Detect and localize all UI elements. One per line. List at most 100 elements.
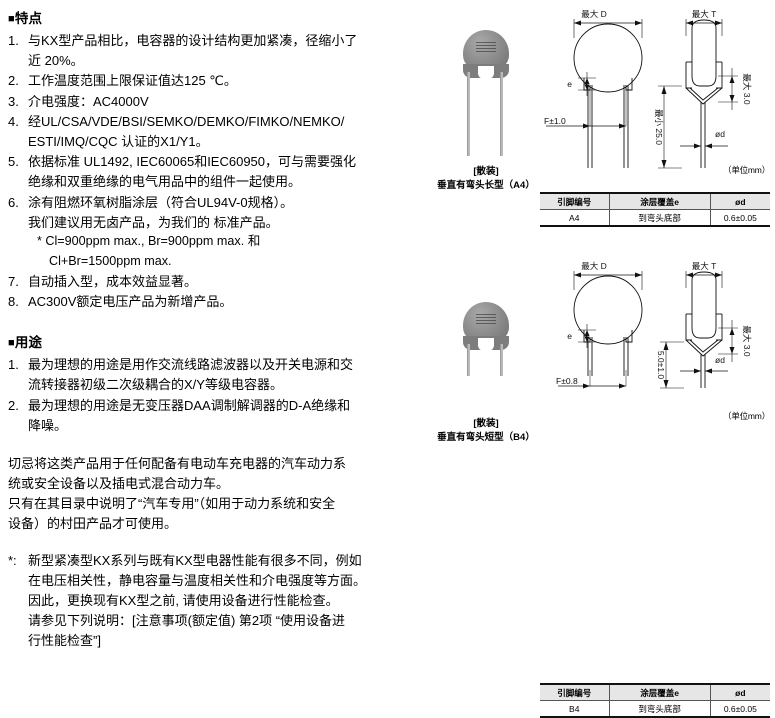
cell-od: 0.6±0.05 xyxy=(709,209,770,228)
unit-note-b4: （单位mm） xyxy=(723,411,770,421)
warning-line: 切忌将这类产品用于任何配备有电动车充电器的汽车动力系 xyxy=(8,455,347,471)
item-index: 7. xyxy=(8,273,19,289)
table-row: B4 到弯头底部 0.6±0.05 xyxy=(540,700,770,718)
capacitor-notch xyxy=(478,338,494,351)
features-list: 1. 与KX型产品相比，电容器的设计结构更加紧凑，径缩小了 近 20%。 2. … xyxy=(8,31,408,312)
item-line: 依据标准 UL1492, IEC60065和IEC60950，可与需要强化 xyxy=(28,154,357,170)
label-e: e xyxy=(567,79,572,89)
footnote-line: 因此，更换现有KX型之前, 请使用设备进行性能检查。 xyxy=(28,593,339,609)
label-max-d: 最大 D xyxy=(581,9,607,19)
item-index: 2. xyxy=(8,397,19,413)
label-od: ød xyxy=(715,355,725,365)
warning-line: 只有在其目录中说明了“汽车专用”（如用于动力系统和安全 xyxy=(8,495,336,511)
item-note: Cl+Br=1500ppm max. xyxy=(49,253,172,268)
applications-item-1: 1. 最为理想的用途是用作交流线路滤波器以及开关电源和交 流转接器初级二次级耦合… xyxy=(8,355,408,395)
label-lead-len: 5.0±1.0 xyxy=(656,351,666,380)
label-max-t: 最大 T xyxy=(692,9,717,19)
th-lead-number: 引脚编号 xyxy=(540,192,610,211)
features-item-3: 3. 介电强度：AC4000V xyxy=(8,92,408,112)
item-line: 与KX型产品相比，电容器的设计结构更加紧凑，径缩小了 xyxy=(28,33,358,49)
item-index: 1. xyxy=(8,33,19,49)
applications-heading-label: 用途 xyxy=(14,335,43,351)
dimension-drawing-b4: 最大 D 最大 T e F±0.8 ød 最大 3.0 5.0±1.0 （单位m… xyxy=(532,258,772,428)
spec-table-body: A4 到弯头底部 0.6±0.05 xyxy=(540,209,770,228)
label-f: F±0.8 xyxy=(556,376,578,386)
th-coating: 涂层覆盖e xyxy=(608,683,711,702)
features-item-1: 1. 与KX型产品相比，电容器的设计结构更加紧凑，径缩小了 近 20%。 xyxy=(8,31,408,71)
capacitor-photo-icon xyxy=(426,266,546,414)
item-index: 5. xyxy=(8,154,19,170)
item-line: 涂有阻燃环氧树脂涂层（符合UL94V-0规格）。 xyxy=(28,194,294,210)
item-line: AC300V额定电压产品为新增产品。 xyxy=(28,293,233,309)
spec-table-b4: 引脚编号 涂层覆盖e ød B4 到弯头底部 0.6±0.05 xyxy=(540,683,770,718)
warning-line: 设备）的村田产品才可使用。 xyxy=(8,515,178,531)
th-od: ød xyxy=(709,192,770,211)
caption-line-2: 垂直有弯头长型（A4） xyxy=(437,179,535,191)
label-f: F±1.0 xyxy=(544,116,566,126)
capacitor-lead-left xyxy=(467,344,470,376)
applications-item-2: 2. 最为理想的用途是无变压器DAA调制解调器的D-A绝缘和 降噪。 xyxy=(8,396,408,436)
label-max-d: 最大 D xyxy=(581,261,607,271)
th-coating: 涂层覆盖e xyxy=(608,192,711,211)
spec-table-head: 引脚编号 涂层覆盖e ød xyxy=(540,683,770,702)
cell-coating: 到弯头底部 xyxy=(608,700,711,718)
spec-table-body: B4 到弯头底部 0.6±0.05 xyxy=(540,700,770,718)
product-photo-b4: [散装] 垂直有弯头短型（B4） xyxy=(426,266,546,445)
footnote-line: 新型紧凑型KX系列与既有KX型电器性能有很多不同，例如 xyxy=(28,553,362,569)
spec-table-head: 引脚编号 涂层覆盖e ød xyxy=(540,192,770,211)
capacitor-lead-left xyxy=(467,72,470,156)
label-bend: 最大 3.0 xyxy=(742,325,752,356)
applications-heading: ■用途 xyxy=(8,334,408,352)
item-line: 最为理想的用途是无变压器DAA调制解调器的D-A绝缘和 xyxy=(28,397,351,413)
photo-caption-a4: [散装] 垂直有弯头长型（A4） xyxy=(426,165,546,193)
footnote-line: 行性能检查”] xyxy=(28,632,101,648)
item-line: 介电强度：AC4000V xyxy=(28,93,149,109)
caption-line-1: [散装] xyxy=(473,418,499,429)
text-column: ■特点 1. 与KX型产品相比，电容器的设计结构更加紧凑，径缩小了 近 20%。… xyxy=(8,10,408,651)
label-od: ød xyxy=(715,129,725,139)
label-lead-len: 最小 25.0 xyxy=(654,109,664,145)
item-line: 最为理想的用途是用作交流线路滤波器以及开关电源和交 xyxy=(28,357,354,373)
datasheet-page: ■特点 1. 与KX型产品相比，电容器的设计结构更加紧凑，径缩小了 近 20%。… xyxy=(0,0,775,637)
item-line: 我们建议用无卤产品，为我们的 标准产品。 xyxy=(28,214,279,230)
spec-table-a4: 引脚编号 涂层覆盖e ød A4 到弯头底部 0.6±0.05 xyxy=(540,192,770,228)
applications-list: 1. 最为理想的用途是用作交流线路滤波器以及开关电源和交 流转接器初级二次级耦合… xyxy=(8,355,408,435)
photo-caption-b4: [散装] 垂直有弯头短型（B4） xyxy=(426,417,546,445)
capacitor-lead-right xyxy=(500,72,503,156)
spacer xyxy=(8,533,408,551)
product-photo-a4: [散装] 垂直有弯头长型（A4） xyxy=(426,14,546,193)
capacitor-notch xyxy=(478,66,494,79)
table-header-row: 引脚编号 涂层覆盖e ød xyxy=(540,683,770,702)
features-heading-label: 特点 xyxy=(14,11,43,26)
warning-paragraph: 切忌将这类产品用于任何配备有电动车充电器的汽车动力系 统或安全设备以及插电式混合… xyxy=(8,454,408,534)
section-bullet-icon: ■ xyxy=(8,13,15,25)
capacitor-lead-right xyxy=(500,344,503,376)
features-item-4: 4. 经UL/CSA/VDE/BSI/SEMKO/DEMKO/FIMKO/NEM… xyxy=(8,112,408,152)
spacer xyxy=(8,436,408,454)
item-line: 降噪。 xyxy=(28,417,68,433)
cell-od: 0.6±0.05 xyxy=(709,700,770,718)
footnote-line: 请参见下列说明：[注意事项(额定值) 第2项 “使用设备进 xyxy=(28,613,346,629)
caption-line-1: [散装] xyxy=(473,166,499,177)
features-item-6: 6. 涂有阻燃环氧树脂涂层（符合UL94V-0规格）。 我们建议用无卤产品，为我… xyxy=(8,193,408,271)
cell-coating: 到弯头底部 xyxy=(608,209,711,228)
item-index: 3. xyxy=(8,93,19,109)
warning-line: 统或安全设备以及插电式混合动力车。 xyxy=(8,475,230,491)
drawing-svg-b4: 最大 D 最大 T e F±0.8 ød 最大 3.0 5.0±1.0 xyxy=(556,261,752,389)
item-index: 4. xyxy=(8,114,19,130)
item-index: 2. xyxy=(8,73,19,89)
drawing-svg-a4: 最大 D 最大 T e F±1.0 ød 最大 3.0 最小 25.0 xyxy=(544,9,752,169)
table-header-row: 引脚编号 涂层覆盖e ød xyxy=(540,192,770,211)
item-line: 绝缘和双重绝缘的电气用品中的组件一起使用。 xyxy=(28,174,302,190)
item-index: 1. xyxy=(8,357,19,373)
spacer xyxy=(8,312,408,334)
label-max-t: 最大 T xyxy=(692,261,717,271)
item-index: 6. xyxy=(8,194,19,210)
item-line: 流转接器初级二次级耦合的X/Y等级电容器。 xyxy=(28,377,283,393)
features-item-5: 5. 依据标准 UL1492, IEC60065和IEC60950，可与需要强化… xyxy=(8,152,408,192)
table-row: A4 到弯头底部 0.6±0.05 xyxy=(540,209,770,228)
section-bullet-icon: ■ xyxy=(8,337,15,350)
disc-outline xyxy=(573,275,643,345)
item-note: * Cl=900ppm max., Br=900ppm max. 和 xyxy=(37,234,261,249)
th-od: ød xyxy=(709,683,770,702)
